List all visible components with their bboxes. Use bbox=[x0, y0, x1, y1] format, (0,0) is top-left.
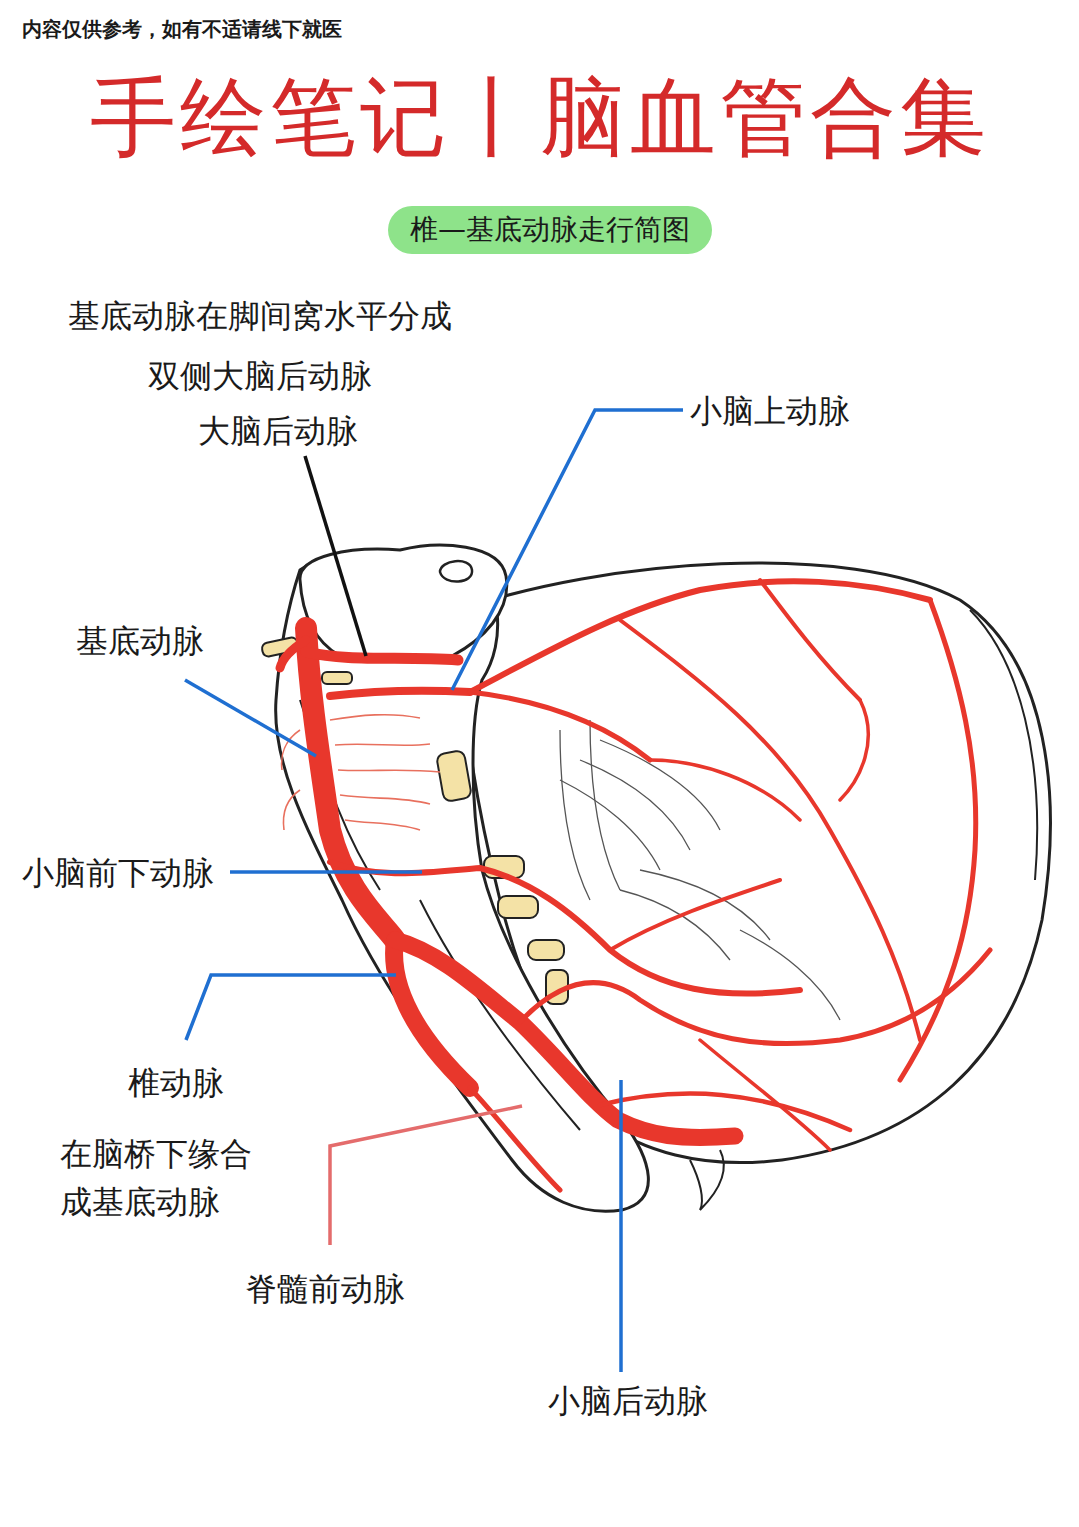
arteries bbox=[280, 580, 990, 1190]
leader-lines bbox=[185, 410, 683, 1372]
artery-label: 小脑上动脉 bbox=[690, 390, 910, 432]
artery-label: 小脑后动脉 bbox=[548, 1380, 768, 1422]
artery-label: 椎动脉 bbox=[128, 1062, 268, 1104]
annotation-note: 基底动脉在脚间窝水平分成 双侧大脑后动脉 bbox=[60, 286, 460, 406]
cerebellum-fold bbox=[970, 610, 1037, 880]
cerebellum-folia bbox=[560, 720, 840, 1020]
subtitle-pill: 椎—基底动脉走行简图 bbox=[388, 206, 712, 254]
artery-label: 小脑前下动脉 bbox=[22, 852, 227, 894]
annotation-note: 在脑桥下缘合 成基底动脉 bbox=[60, 1130, 260, 1226]
aqueduct bbox=[440, 561, 472, 581]
artery-label: 基底动脉 bbox=[76, 620, 256, 662]
page-title: 手绘笔记丨脑血管合集 bbox=[0, 62, 1079, 172]
artery-label: 脊髓前动脉 bbox=[245, 1268, 465, 1310]
spinal-root bbox=[690, 1150, 724, 1210]
midbrain-outline bbox=[300, 545, 507, 656]
disclaimer-note: 内容仅供参考，如有不适请线下就医 bbox=[22, 16, 522, 42]
subtitle-text: 椎—基底动脉走行简图 bbox=[410, 211, 690, 249]
artery-label: 大脑后动脉 bbox=[198, 410, 398, 452]
